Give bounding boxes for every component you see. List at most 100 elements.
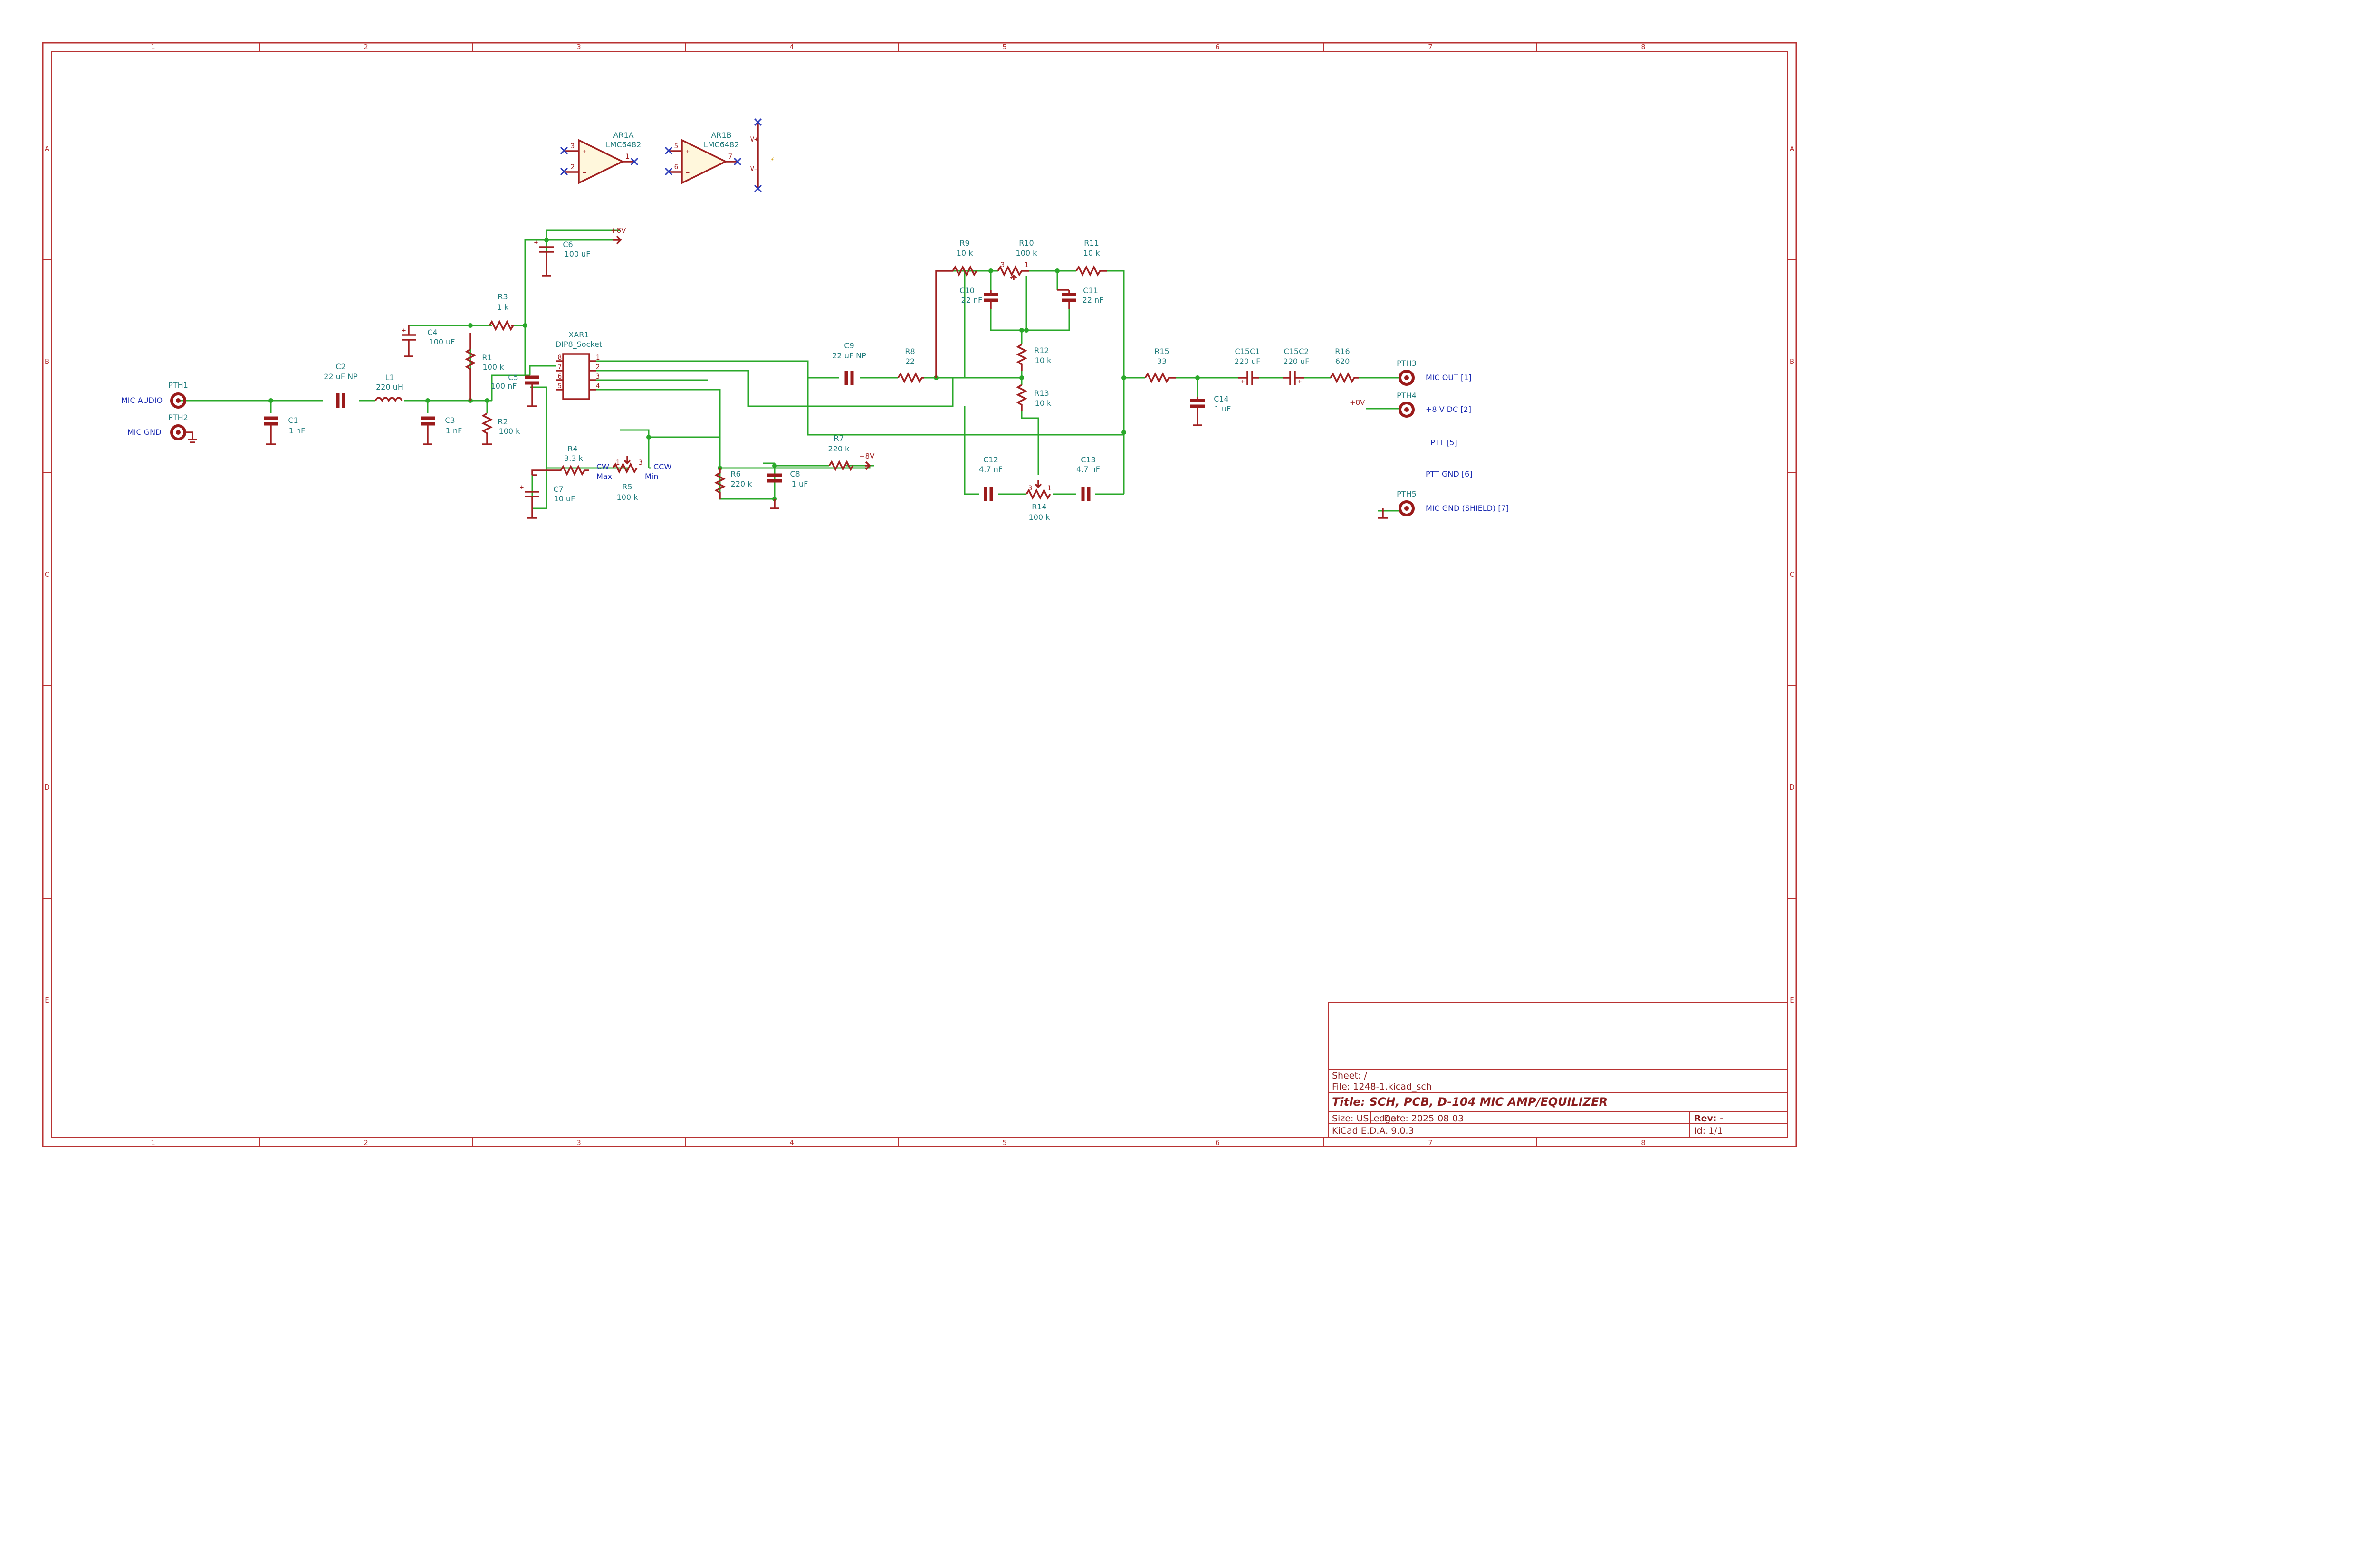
pth4-ref: PTH4 xyxy=(1397,391,1417,400)
tb-id: Id: 1/1 xyxy=(1694,1126,1723,1136)
svg-text:1: 1 xyxy=(1025,261,1028,269)
svg-text:3: 3 xyxy=(1001,261,1005,269)
xar1-pin-r1: 2 xyxy=(596,363,600,371)
ar1b-value: LMC6482 xyxy=(704,140,739,149)
col-label-6b: 6 xyxy=(1215,1138,1220,1147)
pth1-ref: PTH1 xyxy=(168,381,188,390)
resistor-r9: R9 10 k xyxy=(935,239,977,378)
row-label-a-r: A xyxy=(1790,144,1795,153)
r7-power: +8V xyxy=(859,452,875,460)
c14-value: 1 uF xyxy=(1215,404,1231,413)
resistor-r6: R6 220 k xyxy=(714,468,753,499)
r13-value: 10 k xyxy=(1035,399,1052,408)
ar1b-ref: AR1B xyxy=(711,131,731,140)
opamp-ar1b: + − 5 6 7 V+ V− ⚡ AR1B LMC6482 xyxy=(664,118,774,193)
xar1-pin-l3: 5 xyxy=(558,382,562,390)
col-label-1b: 1 xyxy=(151,1138,155,1147)
c9-ref: C9 xyxy=(844,341,854,350)
resistor-r2: R2 100 k xyxy=(481,412,521,445)
r14-ref: R14 xyxy=(1032,502,1046,511)
r2-value: 100 k xyxy=(499,427,521,436)
resistor-r14-pot: 3 1 R14 100 k xyxy=(1025,480,1051,522)
svg-text:3: 3 xyxy=(639,459,642,467)
col-label-8: 8 xyxy=(1641,43,1646,51)
xar1-ref: XAR1 xyxy=(568,330,589,339)
capacitor-c9: C9 22 uF NP xyxy=(832,341,866,385)
row-label-d: D xyxy=(44,783,50,792)
c7-ref: C7 xyxy=(553,485,563,494)
title-block: Sheet: / File: 1248-1.kicad_sch Title: S… xyxy=(1328,1002,1788,1138)
row-label-c: C xyxy=(45,570,49,579)
resistor-r5-pot: 1 3 R5 100 k CW Max CCW Min xyxy=(596,456,671,502)
svg-text:3: 3 xyxy=(1028,485,1032,492)
r6-value: 220 k xyxy=(731,479,753,488)
svg-text:2: 2 xyxy=(571,163,575,171)
col-label-8b: 8 xyxy=(1641,1138,1646,1147)
resistor-r11: R11 10 k xyxy=(1075,239,1107,277)
c15c1-ref: C15C1 xyxy=(1235,347,1260,356)
c3-value: 1 nF xyxy=(446,426,462,435)
pth2-ref: PTH2 xyxy=(168,413,188,422)
socket-xar1: 8 7 6 5 1 2 3 4 XAR1 DIP8_Socket xyxy=(556,330,602,400)
pth5-ref: PTH5 xyxy=(1397,489,1417,498)
pth2-net: MIC GND xyxy=(127,428,161,437)
row-label-d-r: D xyxy=(1789,783,1795,792)
col-label-2: 2 xyxy=(364,43,368,51)
r14-value: 100 k xyxy=(1029,513,1051,522)
tb-rev: Rev: - xyxy=(1694,1113,1724,1124)
ptt-label: PTT [5] xyxy=(1430,438,1457,447)
r9-value: 10 k xyxy=(957,249,973,258)
r12-ref: R12 xyxy=(1034,346,1049,355)
resistor-r13: R13 10 k xyxy=(1016,384,1052,411)
r10-value: 100 k xyxy=(1016,249,1038,258)
svg-text:1: 1 xyxy=(625,153,629,161)
pth4-power: +8V xyxy=(1350,398,1365,407)
pth1-net: MIC AUDIO xyxy=(121,396,163,405)
r5-ref: R5 xyxy=(622,482,632,491)
column-zone-labels: 1 2 3 4 5 6 7 8 1 2 3 4 5 6 7 8 xyxy=(151,43,1646,1147)
capacitor-c8: C8 1 uF xyxy=(767,469,808,509)
tb-size: Size: USLedger xyxy=(1332,1113,1400,1124)
col-label-5b: 5 xyxy=(1002,1138,1007,1147)
c13-value: 4.7 nF xyxy=(1076,465,1100,474)
tb-tool: KiCad E.D.A. 9.0.3 xyxy=(1332,1126,1414,1136)
svg-text:1: 1 xyxy=(616,459,620,467)
capacitor-c4: + C4 100 uF xyxy=(402,325,455,357)
opamp-ar1a: + − 3 2 1 AR1A LMC6482 xyxy=(560,131,641,184)
capacitor-c13: C13 4.7 nF xyxy=(1076,455,1100,501)
resistor-r7: R7 220 k +8V xyxy=(828,434,875,471)
tb-title: Title: SCH, PCB, D-104 MIC AMP/EQUILIZER xyxy=(1332,1095,1608,1109)
c2-value: 22 uF NP xyxy=(324,372,358,381)
capacitor-c7: + C7 10 uF xyxy=(520,474,575,519)
row-label-b-r: B xyxy=(1790,357,1794,366)
connector-pth2: PTH2 MIC GND xyxy=(127,413,197,443)
capacitor-c3: C3 1 nF xyxy=(421,416,462,445)
r1-ref: R1 xyxy=(482,353,492,362)
r6-ref: R6 xyxy=(730,469,740,478)
capacitor-c10: C10 22 nF xyxy=(959,286,998,309)
c8-ref: C8 xyxy=(790,469,800,478)
svg-text:6: 6 xyxy=(674,163,678,171)
r13-ref: R13 xyxy=(1034,389,1049,398)
svg-text:+: + xyxy=(534,239,538,247)
xar1-pin-r3: 4 xyxy=(596,382,600,390)
tb-sheet: Sheet: / xyxy=(1332,1071,1367,1081)
c4-ref: C4 xyxy=(427,328,437,337)
xar1-value: DIP8_Socket xyxy=(556,340,602,349)
svg-text:V−: V− xyxy=(750,165,758,173)
c15c2-ref: C15C2 xyxy=(1284,347,1309,356)
r15-ref: R15 xyxy=(1154,347,1169,356)
col-label-6: 6 xyxy=(1215,43,1220,51)
resistor-r10-pot: 3 1 R10 100 k xyxy=(997,239,1038,280)
xar1-pin-r2: 3 xyxy=(596,373,600,381)
ptt-gnd-label: PTT GND [6] xyxy=(1426,469,1472,478)
svg-text:⚡: ⚡ xyxy=(770,156,774,163)
svg-text:−: − xyxy=(686,169,690,177)
resistor-r16: R16 620 xyxy=(1330,347,1359,383)
col-label-7: 7 xyxy=(1428,43,1433,51)
capacitor-c15c2: + C15C2 220 uF xyxy=(1283,347,1309,386)
r4-ref: R4 xyxy=(567,444,577,453)
c10-value: 22 nF xyxy=(961,296,983,305)
xar1-pin-l1: 7 xyxy=(558,363,562,371)
row-label-e: E xyxy=(45,996,49,1004)
